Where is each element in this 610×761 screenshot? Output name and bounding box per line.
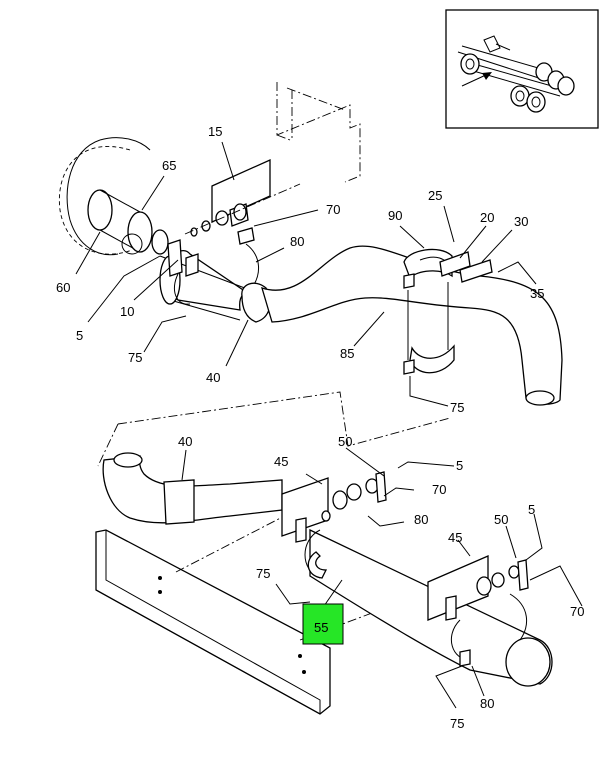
turbo-housing [58, 137, 169, 256]
callout-55[interactable]: 55 [314, 620, 328, 635]
lower-elbow-pipe [102, 452, 283, 525]
callout-40[interactable]: 40 [178, 434, 192, 449]
callout-75[interactable]: 75 [256, 566, 270, 581]
leader-lines [75, 141, 583, 709]
upper-pipe [159, 239, 563, 406]
callout-80[interactable]: 80 [414, 512, 428, 527]
callout-75[interactable]: 75 [128, 350, 142, 365]
callout-40[interactable]: 40 [206, 370, 220, 385]
callout-90[interactable]: 90 [388, 208, 402, 223]
callout-50[interactable]: 50 [338, 434, 352, 449]
callout-35[interactable]: 35 [530, 286, 544, 301]
callout-65[interactable]: 65 [162, 158, 176, 173]
locator-inset [445, 9, 599, 129]
upper-frame-outline [276, 82, 361, 183]
callout-30[interactable]: 30 [514, 214, 528, 229]
callout-labels: 15 65 70 25 20 30 90 80 60 10 5 35 75 85… [56, 124, 584, 731]
callout-45[interactable]: 45 [448, 530, 462, 545]
callout-80[interactable]: 80 [290, 234, 304, 249]
callout-75[interactable]: 75 [450, 400, 464, 415]
callout-75[interactable]: 75 [450, 716, 464, 731]
callout-10[interactable]: 10 [120, 304, 134, 319]
callout-5[interactable]: 5 [456, 458, 463, 473]
part-55-highlight[interactable] [302, 603, 344, 645]
callout-45[interactable]: 45 [274, 454, 288, 469]
callout-80[interactable]: 80 [480, 696, 494, 711]
callout-20[interactable]: 20 [480, 210, 494, 225]
callout-25[interactable]: 25 [428, 188, 442, 203]
callout-60[interactable]: 60 [56, 280, 70, 295]
lower-brackets-and-pipe [281, 471, 553, 687]
upper-bracket-assembly [184, 158, 301, 245]
lower-frame-rail [95, 509, 461, 715]
callout-15[interactable]: 15 [208, 124, 222, 139]
callout-70[interactable]: 70 [326, 202, 340, 217]
upper-strap-clamp [403, 248, 493, 375]
middle-connector-outline [97, 391, 451, 467]
callout-5[interactable]: 5 [76, 328, 83, 343]
callout-70[interactable]: 70 [432, 482, 446, 497]
callout-85[interactable]: 85 [340, 346, 354, 361]
callout-70[interactable]: 70 [570, 604, 584, 619]
callout-5[interactable]: 5 [528, 502, 535, 517]
callout-50[interactable]: 50 [494, 512, 508, 527]
